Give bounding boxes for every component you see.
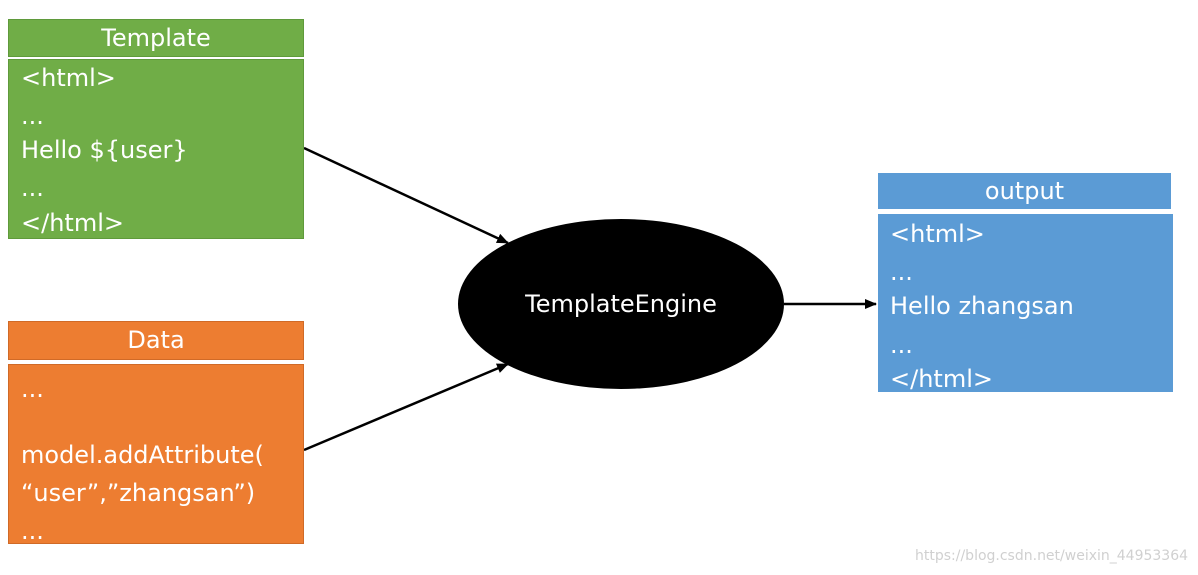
arrow-template-to-engine — [303, 146, 509, 245]
template-header: Template — [8, 19, 304, 57]
data-body: ... model.addAttribute( “user”,”zhangsan… — [8, 364, 304, 545]
output-line: <html> — [890, 220, 985, 248]
template-line: <html> — [21, 64, 116, 92]
data-line: ... — [21, 517, 44, 545]
template-engine-node: TemplateEngine — [458, 219, 784, 389]
output-line: ... — [890, 258, 913, 286]
template-line: </html> — [21, 209, 124, 237]
output-header: output — [878, 173, 1171, 209]
output-body: <html> ... Hello zhangsan ... </html> — [878, 214, 1173, 393]
data-line: “user”,”zhangsan”) — [21, 479, 256, 507]
output-line: ... — [890, 331, 913, 359]
template-line: Hello ${user} — [21, 136, 188, 164]
data-line: ... — [21, 375, 44, 403]
data-line: model.addAttribute( — [21, 441, 264, 469]
template-body: <html> ... Hello ${user} ... </html> — [8, 59, 304, 239]
arrow-data-to-engine — [303, 362, 509, 452]
template-line: ... — [21, 174, 44, 202]
template-engine-label: TemplateEngine — [525, 290, 717, 318]
output-line: Hello zhangsan — [890, 292, 1074, 320]
watermark: https://blog.csdn.net/weixin_44953364 — [915, 548, 1189, 564]
output-line: </html> — [890, 365, 993, 393]
template-line: ... — [21, 102, 44, 130]
data-header: Data — [8, 321, 304, 360]
